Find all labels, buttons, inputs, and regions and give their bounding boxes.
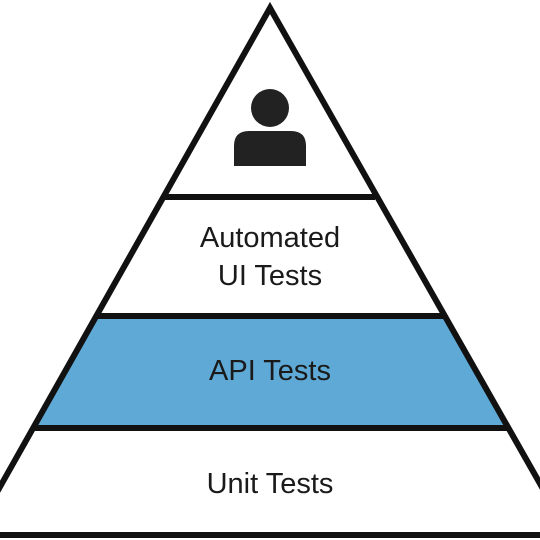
api-label-text: API Tests [209, 355, 331, 387]
pyramid-outline [0, 1, 540, 493]
tier-unit [0, 428, 540, 534]
api-tests-label: API Tests [0, 352, 540, 390]
automated-ui-tests-label: Automated UI Tests [0, 219, 540, 295]
person-icon [234, 89, 306, 166]
automated-label-line2: UI Tests [217, 260, 323, 292]
automated-label-line1: Automated [199, 222, 341, 254]
unit-label-text: Unit Tests [206, 468, 334, 500]
tier-api [33, 316, 508, 428]
tier-automated-ui [97, 196, 443, 316]
unit-tests-label: Unit Tests [0, 465, 540, 503]
